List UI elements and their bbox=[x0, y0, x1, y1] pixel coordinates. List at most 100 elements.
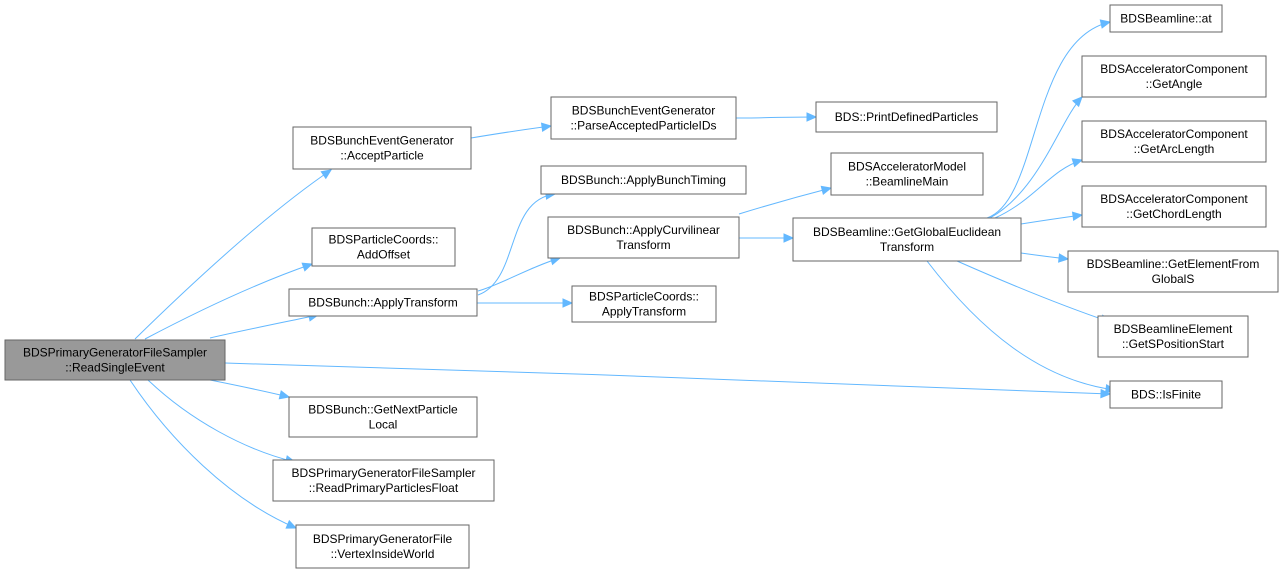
node-box bbox=[4, 339, 226, 381]
node-box bbox=[1081, 120, 1267, 163]
edge-line bbox=[477, 193, 556, 296]
node-print-defined[interactable]: BDS::PrintDefinedParticles bbox=[815, 101, 998, 133]
edge-arrowhead bbox=[1058, 253, 1070, 263]
node-label-line: AddOffset bbox=[357, 248, 411, 262]
edge-root-to-next_particle_local bbox=[209, 379, 291, 400]
edge-apply_curvilinear-to-global_euclidean bbox=[738, 233, 795, 243]
node-label-line: Transform bbox=[616, 238, 670, 252]
node-label-line: ::GetSPositionStart bbox=[1122, 337, 1225, 351]
node-box bbox=[292, 126, 472, 170]
edge-apply_transform-to-apply_curvilinear bbox=[477, 256, 562, 292]
node-box bbox=[1109, 4, 1223, 33]
node-label-line: BDSBeamlineElement bbox=[1114, 322, 1233, 336]
node-box bbox=[288, 396, 478, 438]
edge-line bbox=[470, 125, 552, 139]
node-label-line: ::VertexInsideWorld bbox=[331, 547, 435, 561]
node-box bbox=[792, 217, 1022, 262]
node-root[interactable]: BDSPrimaryGeneratorFileSampler::ReadSing… bbox=[4, 339, 226, 381]
node-label-line: ::GetChordLength bbox=[1126, 207, 1221, 221]
edge-parse_ids-to-print_defined bbox=[735, 112, 818, 122]
node-s-position-start[interactable]: BDSBeamlineElement::GetSPositionStart bbox=[1097, 315, 1249, 358]
edge-apply_transform-to-coords_apply_transform bbox=[477, 298, 574, 308]
edge-line bbox=[738, 187, 832, 215]
node-label-line: Transform bbox=[880, 240, 934, 254]
node-box bbox=[540, 165, 747, 195]
node-label-line: ApplyTransform bbox=[602, 305, 686, 319]
edge-arrowhead bbox=[562, 298, 574, 308]
edge-line bbox=[956, 260, 1111, 323]
node-label-line: BDSAcceleratorComponent bbox=[1100, 127, 1248, 141]
edge-arrowhead bbox=[285, 519, 298, 529]
edge-arrowhead bbox=[783, 233, 795, 243]
node-box bbox=[547, 216, 740, 259]
node-label-line: ::ParseAcceptedParticleIDs bbox=[570, 119, 716, 133]
edge-apply_curvilinear-to-beamline_main bbox=[738, 185, 833, 215]
edge-arrowhead bbox=[1099, 19, 1112, 29]
node-is-finite[interactable]: BDS::IsFinite bbox=[1109, 380, 1223, 409]
node-add-offset[interactable]: BDSParticleCoords::AddOffset bbox=[311, 227, 456, 267]
edge-global_euclidean-to-get_arc_length bbox=[994, 158, 1084, 219]
node-box bbox=[1067, 250, 1279, 293]
edge-arrowhead bbox=[1071, 158, 1084, 168]
node-get-angle[interactable]: BDSAcceleratorComponent::GetAngle bbox=[1081, 55, 1267, 98]
edge-arrowhead bbox=[1071, 211, 1084, 222]
node-apply-transform[interactable]: BDSBunch::ApplyTransform bbox=[288, 288, 478, 317]
edge-arrowhead bbox=[1071, 96, 1083, 108]
node-box bbox=[571, 285, 717, 323]
edge-arrowhead bbox=[320, 169, 333, 180]
node-label-line: ::GetArcLength bbox=[1134, 142, 1215, 156]
node-beamline-at[interactable]: BDSBeamline::at bbox=[1109, 4, 1223, 33]
edge-line bbox=[477, 257, 561, 292]
node-label-line: ::GetAngle bbox=[1146, 77, 1203, 91]
node-apply-bunch-timing[interactable]: BDSBunch::ApplyBunchTiming bbox=[540, 165, 747, 195]
node-box bbox=[1081, 185, 1267, 228]
node-label-line: BDS::IsFinite bbox=[1131, 388, 1201, 402]
node-label-line: BDSParticleCoords:: bbox=[328, 233, 438, 247]
edge-arrowhead bbox=[278, 390, 291, 400]
edge-global_euclidean-to-get_angle bbox=[989, 96, 1083, 219]
node-coords-apply-transform[interactable]: BDSParticleCoords::ApplyTransform bbox=[571, 285, 717, 323]
node-label-line: BDSBeamline::GetGlobalEuclidean bbox=[813, 225, 1001, 239]
edge-accept_particle-to-parse_ids bbox=[470, 122, 553, 139]
node-label-line: BDSAcceleratorComponent bbox=[1100, 192, 1248, 206]
node-get-chord-length[interactable]: BDSAcceleratorComponent::GetChordLength bbox=[1081, 185, 1267, 228]
node-read-primary-float[interactable]: BDSPrimaryGeneratorFileSampler::ReadPrim… bbox=[272, 459, 495, 502]
edge-root-to-is_finite bbox=[224, 362, 1112, 399]
node-label-line: BDSParticleCoords:: bbox=[589, 290, 699, 304]
node-label-line: BDSBeamline::GetElementFrom bbox=[1087, 257, 1260, 271]
node-get-arc-length[interactable]: BDSAcceleratorComponent::GetArcLength bbox=[1081, 120, 1267, 163]
edge-root-to-vertex_inside_world bbox=[129, 379, 298, 529]
edge-line bbox=[735, 116, 817, 119]
node-box bbox=[1109, 380, 1223, 409]
edge-arrowhead bbox=[820, 185, 833, 195]
node-label-line: ::ReadPrimaryParticlesFloat bbox=[309, 481, 459, 495]
node-vertex-inside-world[interactable]: BDSPrimaryGeneratorFile::VertexInsideWor… bbox=[295, 524, 470, 569]
edge-root-to-read_primary_float bbox=[147, 379, 297, 465]
node-label-line: BDSBunchEventGenerator bbox=[310, 134, 453, 148]
node-label-line: BDSBunch::ApplyTransform bbox=[308, 296, 458, 310]
node-parse-ids[interactable]: BDSBunchEventGenerator::ParseAcceptedPar… bbox=[550, 96, 737, 140]
node-label-line: BDSPrimaryGeneratorFileSampler bbox=[23, 346, 207, 360]
node-accept-particle[interactable]: BDSBunchEventGenerator::AcceptParticle bbox=[292, 126, 472, 170]
node-box bbox=[1081, 55, 1267, 98]
node-box bbox=[830, 152, 984, 196]
edge-line bbox=[209, 314, 319, 339]
edge-arrowhead bbox=[540, 122, 553, 132]
node-label-line: Local bbox=[369, 418, 398, 432]
node-label-line: BDSAcceleratorModel bbox=[848, 160, 966, 174]
node-box bbox=[815, 101, 998, 133]
edge-line bbox=[129, 379, 297, 529]
node-beamline-main[interactable]: BDSAcceleratorModel::BeamlineMain bbox=[830, 152, 984, 196]
edge-line bbox=[986, 21, 1111, 219]
node-box bbox=[550, 96, 737, 140]
node-label-line: BDS::PrintDefinedParticles bbox=[835, 110, 978, 124]
edge-global_euclidean-to-beamline_at bbox=[986, 19, 1112, 219]
edge-line bbox=[994, 159, 1083, 219]
edge-root-to-apply_transform bbox=[209, 312, 320, 339]
node-label-line: BDSBeamline::at bbox=[1120, 12, 1212, 26]
